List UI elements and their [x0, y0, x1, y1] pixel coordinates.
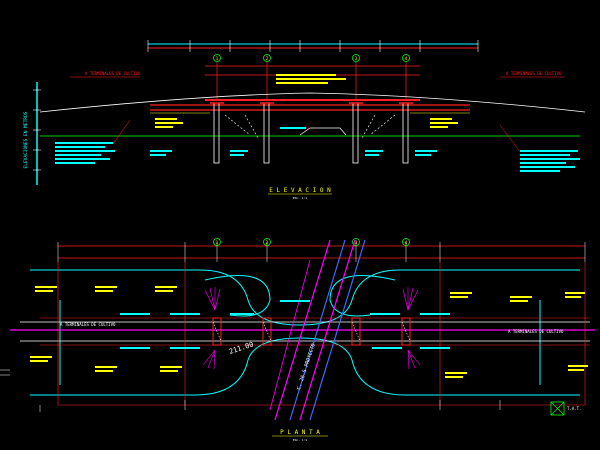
plan-axis-4: 4 — [405, 240, 408, 245]
elevation-axis-markers — [213, 54, 410, 62]
elevation-scale: ESC. 1:1 — [293, 196, 308, 200]
elevation-top-dimension — [147, 40, 479, 52]
plan-ramps — [30, 269, 580, 396]
plan-crossing-road — [269, 239, 366, 421]
plan-legend: T.A.T. — [550, 401, 581, 416]
elevation-right-note — [520, 150, 580, 172]
elevation-left-road-label: A TERMINALES DE CULTIVO — [85, 71, 141, 76]
bridge-deck — [150, 99, 470, 114]
elevation-right-road-label: A TERMINALES DE CULTIVO — [506, 71, 562, 76]
plan-axis-2: 2 — [266, 240, 269, 245]
plan-axis-3: 3 — [355, 240, 358, 245]
elevation-axis-2: 2 — [266, 56, 269, 61]
plan-title: P L A N T A — [280, 429, 320, 436]
elevation-vertical-scale: ELEVACIONES EN METROS — [23, 82, 41, 185]
plan-scale: ESC. 1:1 — [293, 438, 308, 442]
elevation-view: 1 2 3 4 A TERMINALES DE CULTIVO A TERMIN… — [23, 40, 586, 200]
elevation-axis-3: 3 — [355, 56, 358, 61]
elevation-axis-title: ELEVACIONES EN METROS — [23, 111, 29, 168]
elevation-axis-1: 1 — [216, 56, 219, 61]
plan-left-road-label: A TERMINALES DE CULTIVO — [60, 322, 116, 327]
elevation-title: E L E V A C I O N — [269, 187, 331, 194]
elevation-left-note — [55, 142, 115, 164]
elevation-axis-4: 4 — [405, 56, 408, 61]
plan-piers — [212, 317, 411, 346]
plan-right-road-label: A TERMINALES DE CULTIVO — [508, 329, 564, 334]
legend-label: T.A.T. — [567, 406, 581, 411]
plan-view: 1 2 3 4 — [0, 238, 595, 442]
legend-hatch-icon — [550, 401, 565, 416]
plan-axis-1: 1 — [216, 240, 219, 245]
road-profile — [39, 92, 586, 113]
